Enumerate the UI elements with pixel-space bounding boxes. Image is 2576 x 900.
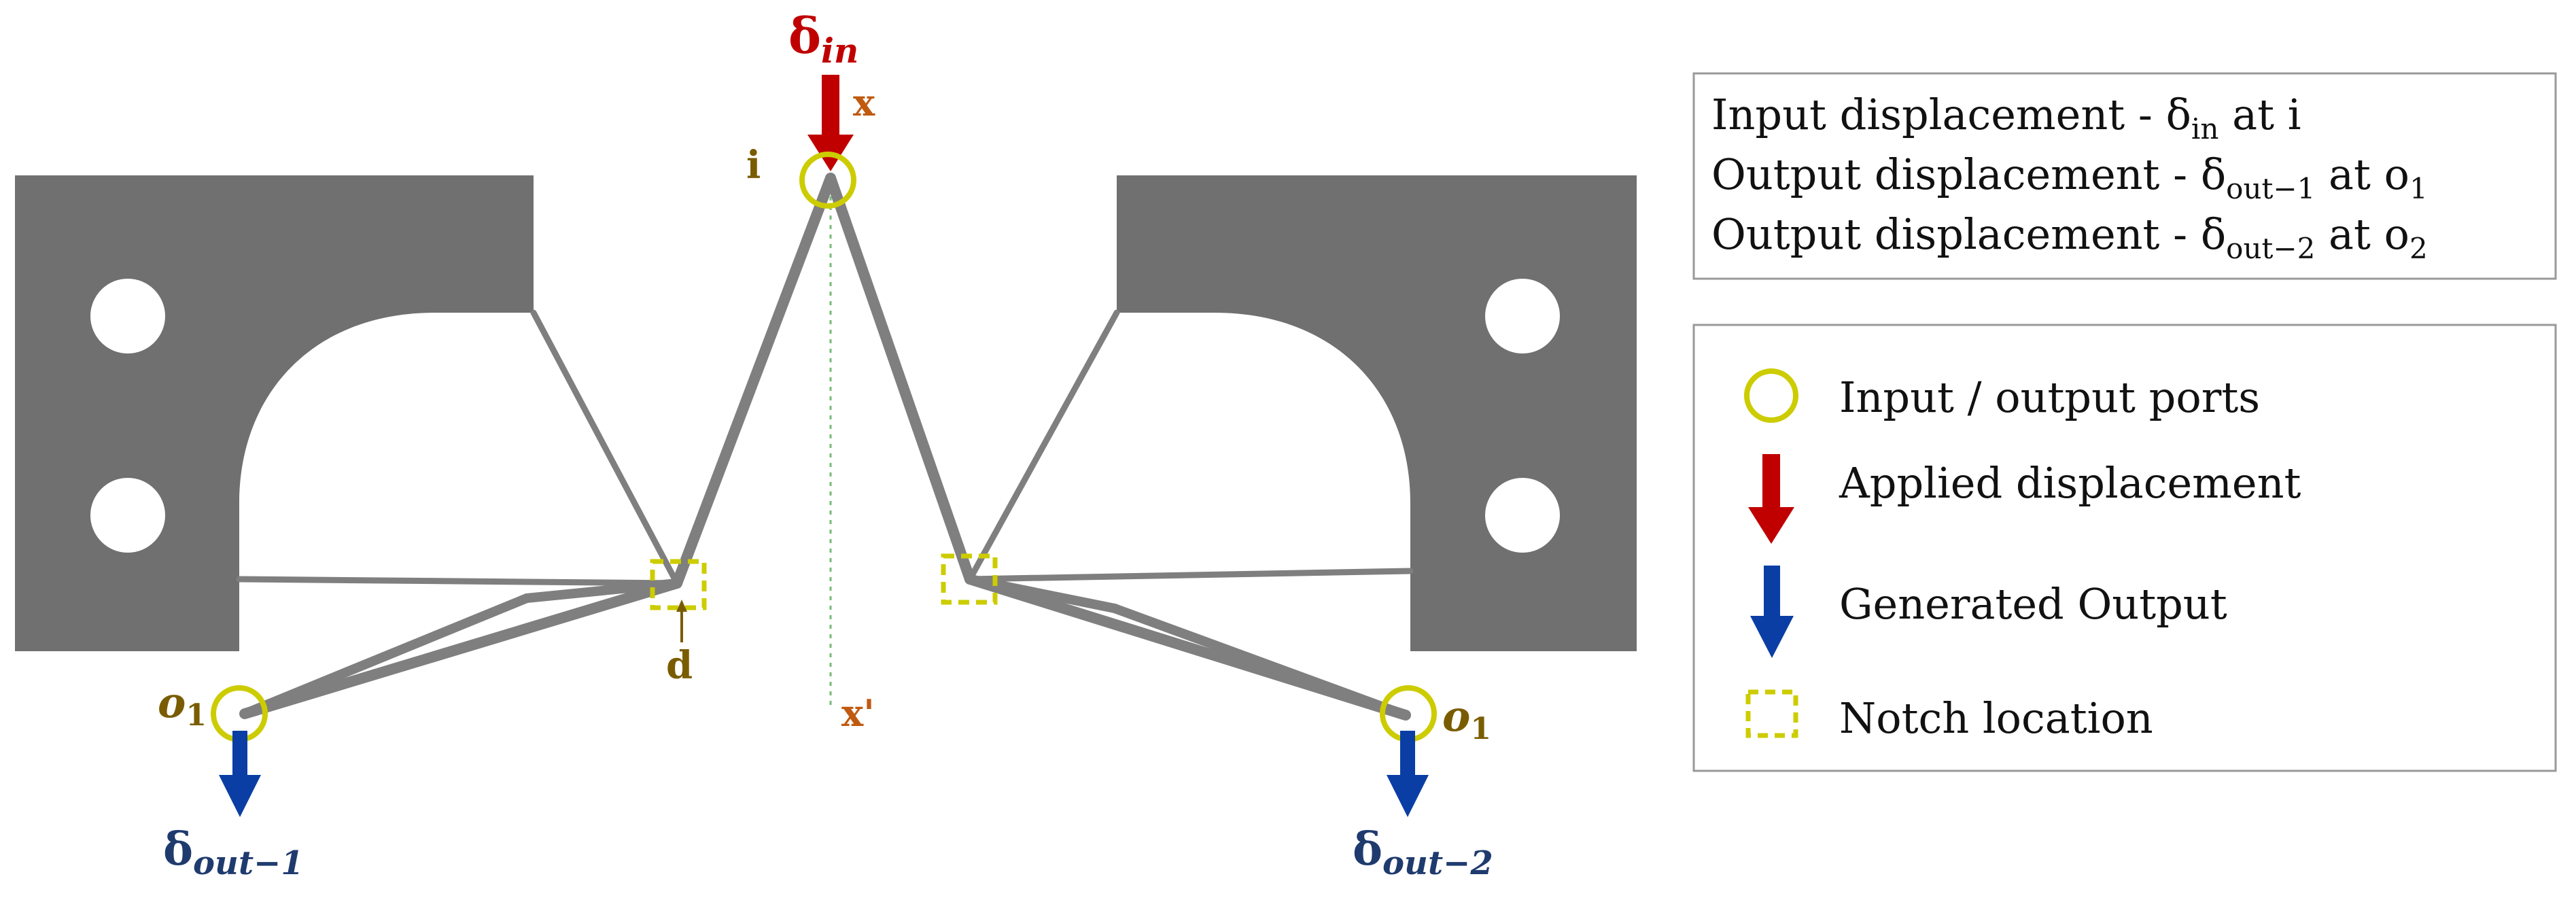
legend-item-notch: Notch location [1839, 693, 2153, 743]
delta-out-2-label: δout−2 [1353, 823, 1493, 882]
o1-right-label: o1 [1442, 691, 1491, 746]
yellow-circle-icon [1744, 368, 1798, 423]
notch-location-right [941, 553, 998, 605]
delta-in-label: δin [788, 7, 858, 71]
right-beams [825, 173, 1414, 721]
blue-down-arrow-icon [1750, 566, 1794, 658]
displacement-info-box: Input displacement - δin at i Output dis… [1692, 72, 2557, 280]
info-line-input: Input displacement - δin at i [1711, 90, 2301, 145]
i-label: i [746, 143, 761, 188]
info-line-output-1: Output displacement - δout−1 at o1 [1711, 150, 2428, 205]
notch-d-pointer [676, 600, 687, 642]
left-mount-hole-bottom [90, 478, 165, 553]
output-arrow-right [1387, 731, 1429, 817]
x-bottom-label: x' [841, 691, 875, 735]
left-beams [236, 173, 836, 719]
legend-item-ports: Input / output ports [1839, 373, 2260, 422]
yellow-dashed-square-icon [1745, 689, 1798, 738]
right-fixed-body [1117, 175, 1637, 651]
left-mount-hole-top [90, 279, 165, 353]
input-port-i [799, 152, 856, 209]
output-arrow-left [219, 731, 261, 817]
info-line-output-2: Output displacement - δout−2 at o2 [1711, 209, 2428, 265]
right-mount-hole-bottom [1485, 478, 1560, 553]
o1-left-label: o1 [158, 678, 207, 733]
legend-item-applied: Applied displacement [1839, 458, 2301, 508]
d-label: d [666, 643, 693, 688]
x-top-label: x [853, 81, 875, 124]
delta-out-1-label: δout−1 [163, 823, 304, 882]
legend-item-output: Generated Output [1839, 579, 2227, 629]
legend-box: Input / output ports Applied displacemen… [1692, 324, 2557, 772]
red-down-arrow-icon [1748, 454, 1794, 544]
right-mount-hole-top [1485, 279, 1560, 353]
